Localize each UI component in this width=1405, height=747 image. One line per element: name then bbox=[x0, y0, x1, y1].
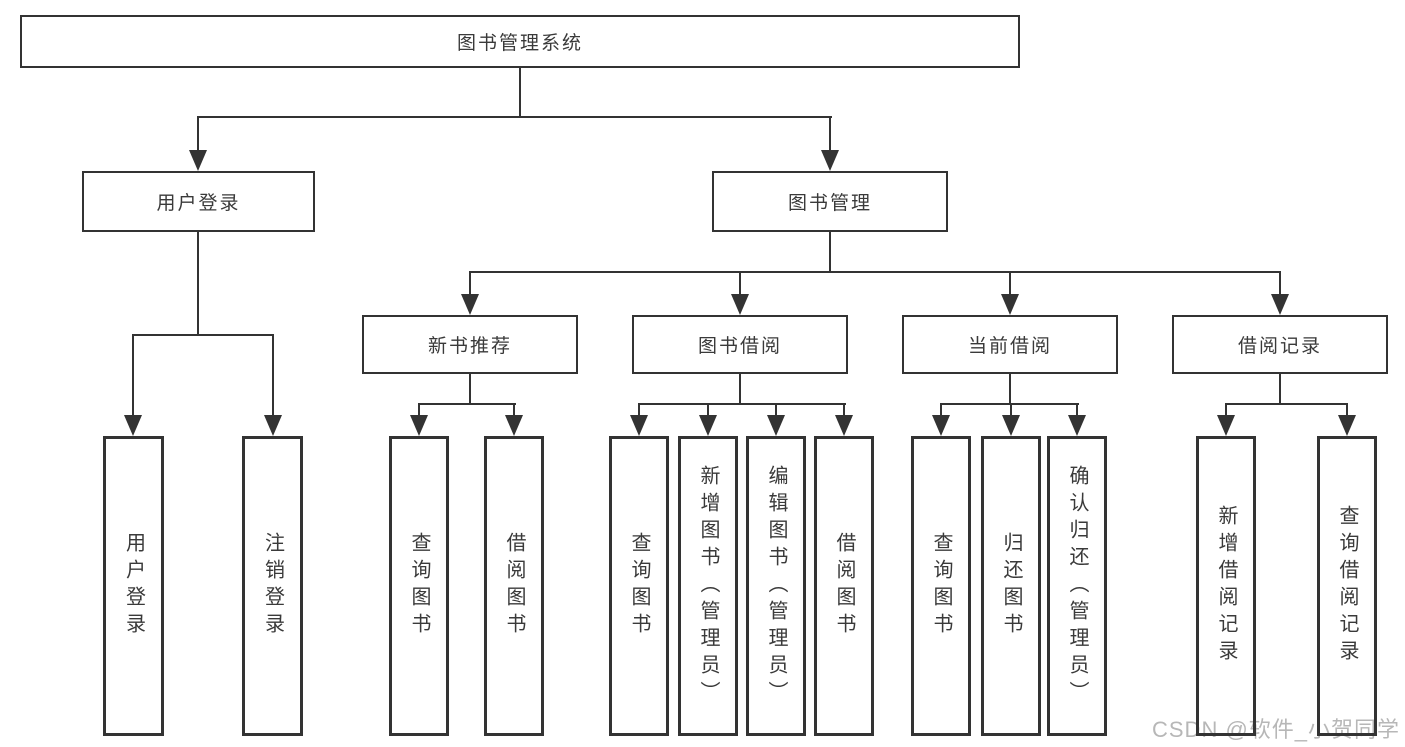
node-label: 图书管理 bbox=[787, 193, 872, 214]
leaf-label: 用户登录 bbox=[122, 532, 145, 640]
arrow-down-icon bbox=[932, 415, 950, 436]
arrow-down-icon bbox=[731, 294, 749, 315]
arrow-down-icon bbox=[124, 415, 142, 436]
leaf-borrow-books-recommend: 借阅图书 bbox=[484, 436, 544, 736]
leaf-logout: 注销登录 bbox=[242, 436, 303, 736]
arrow-down-icon bbox=[410, 415, 428, 436]
connector-book-borrow-bus bbox=[638, 403, 846, 405]
node-library-management-system: 图书管理系统 bbox=[20, 15, 1020, 68]
leaf-label: 编辑图书（管理员） bbox=[765, 464, 787, 708]
arrow-down-icon bbox=[505, 415, 523, 436]
connector-user-login-stem bbox=[197, 232, 199, 336]
connector-drop-book-borrow bbox=[739, 271, 741, 296]
arrow-down-icon bbox=[189, 150, 207, 171]
connector-root-stem bbox=[519, 68, 521, 118]
leaf-label: 新增图书（管理员） bbox=[697, 464, 719, 708]
arrow-down-icon bbox=[630, 415, 648, 436]
connector-current-borrow-stem bbox=[1009, 374, 1011, 405]
node-book-borrowing: 图书借阅 bbox=[632, 315, 848, 374]
connector-drop bbox=[940, 403, 942, 417]
leaf-add-borrow-record: 新增借阅记录 bbox=[1196, 436, 1256, 736]
node-new-book-recommendation: 新书推荐 bbox=[362, 315, 578, 374]
arrow-down-icon bbox=[461, 294, 479, 315]
leaf-return-books: 归还图书 bbox=[981, 436, 1041, 736]
node-label: 用户登录 bbox=[156, 193, 241, 214]
node-current-borrowing: 当前借阅 bbox=[902, 315, 1118, 374]
connector-drop bbox=[1010, 403, 1012, 417]
arrow-down-icon bbox=[699, 415, 717, 436]
arrow-down-icon bbox=[1068, 415, 1086, 436]
arrow-down-icon bbox=[1338, 415, 1356, 436]
leaf-label: 借阅图书 bbox=[833, 532, 855, 640]
connector-book-management-bus bbox=[469, 271, 1281, 273]
connector-drop bbox=[513, 403, 515, 417]
node-label: 当前借阅 bbox=[967, 336, 1052, 357]
leaf-query-borrow-record: 查询借阅记录 bbox=[1317, 436, 1377, 736]
connector-drop bbox=[1225, 403, 1227, 417]
connector-drop bbox=[843, 403, 845, 417]
arrow-down-icon bbox=[1217, 415, 1235, 436]
connector-drop bbox=[707, 403, 709, 417]
leaf-query-books-borrowing: 查询图书 bbox=[609, 436, 669, 736]
arrow-down-icon bbox=[767, 415, 785, 436]
connector-drop bbox=[775, 403, 777, 417]
connector-book-management-stem bbox=[829, 232, 831, 273]
node-label: 图书借阅 bbox=[697, 336, 782, 357]
connector-current-borrow-bus bbox=[940, 403, 1079, 405]
leaf-label: 新增借阅记录 bbox=[1215, 505, 1237, 667]
leaf-borrow-books: 借阅图书 bbox=[814, 436, 874, 736]
node-label: 借阅记录 bbox=[1237, 336, 1322, 357]
node-label: 图书管理系统 bbox=[456, 33, 583, 54]
connector-new-book-stem bbox=[469, 374, 471, 405]
leaf-add-books-admin: 新增图书（管理员） bbox=[678, 436, 738, 736]
leaf-label: 确认归还（管理员） bbox=[1066, 464, 1088, 708]
leaf-edit-books-admin: 编辑图书（管理员） bbox=[746, 436, 806, 736]
node-label: 新书推荐 bbox=[427, 336, 512, 357]
connector-drop bbox=[1076, 403, 1078, 417]
leaf-label: 借阅图书 bbox=[503, 532, 525, 640]
connector-drop-book-management bbox=[829, 116, 831, 152]
leaf-query-books-current: 查询图书 bbox=[911, 436, 971, 736]
arrow-down-icon bbox=[821, 150, 839, 171]
leaf-label: 注销登录 bbox=[261, 532, 284, 640]
connector-borrow-records-stem bbox=[1279, 374, 1281, 405]
leaf-confirm-return-admin: 确认归还（管理员） bbox=[1047, 436, 1107, 736]
node-book-management-branch: 图书管理 bbox=[712, 171, 948, 232]
arrow-down-icon bbox=[1001, 294, 1019, 315]
connector-user-login-bus bbox=[132, 334, 274, 336]
arrow-down-icon bbox=[264, 415, 282, 436]
leaf-query-books-recommend: 查询图书 bbox=[389, 436, 449, 736]
csdn-watermark: CSDN @软件_小贺同学 bbox=[1152, 717, 1401, 742]
connector-root-bus bbox=[197, 116, 832, 118]
connector-drop bbox=[638, 403, 640, 417]
leaf-label: 查询借阅记录 bbox=[1336, 505, 1358, 667]
leaf-user-login: 用户登录 bbox=[103, 436, 164, 736]
arrow-down-icon bbox=[1271, 294, 1289, 315]
leaf-label: 归还图书 bbox=[1000, 532, 1022, 640]
connector-new-book-bus bbox=[418, 403, 516, 405]
leaf-label: 查询图书 bbox=[408, 532, 430, 640]
connector-drop-leaf-logout bbox=[272, 334, 274, 416]
connector-drop-new-book bbox=[469, 271, 471, 296]
leaf-label: 查询图书 bbox=[930, 532, 952, 640]
connector-drop-leaf-user-login bbox=[132, 334, 134, 416]
leaf-label: 查询图书 bbox=[628, 532, 650, 640]
arrow-down-icon bbox=[1002, 415, 1020, 436]
connector-drop-current-borrow bbox=[1009, 271, 1011, 296]
connector-drop-user-login bbox=[197, 116, 199, 152]
connector-borrow-records-bus bbox=[1225, 403, 1348, 405]
connector-drop bbox=[1346, 403, 1348, 417]
connector-drop-borrow-records bbox=[1279, 271, 1281, 296]
connector-drop bbox=[418, 403, 420, 417]
node-borrowing-records: 借阅记录 bbox=[1172, 315, 1388, 374]
node-user-login-branch: 用户登录 bbox=[82, 171, 315, 232]
arrow-down-icon bbox=[835, 415, 853, 436]
connector-book-borrow-stem bbox=[739, 374, 741, 405]
